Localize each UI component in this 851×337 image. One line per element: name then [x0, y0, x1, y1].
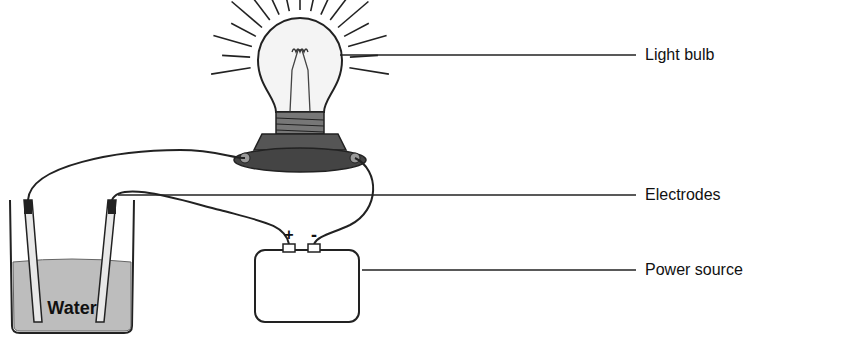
filament [292, 49, 308, 52]
light-ray [348, 36, 387, 47]
light-ray [349, 68, 389, 74]
liquid-label: Water [47, 299, 96, 317]
light-ray [253, 0, 270, 20]
light-ray [344, 23, 369, 36]
polarity-sign: + [284, 227, 293, 243]
base-thread [276, 118, 324, 132]
filament-support [290, 50, 310, 112]
light-ray [330, 0, 347, 20]
terminal [308, 244, 320, 252]
power-source [255, 250, 359, 322]
light-ray [222, 55, 250, 57]
light-ray [299, 0, 301, 10]
part-label: Electrodes [645, 187, 721, 203]
light-ray [211, 68, 251, 74]
light-ray [213, 36, 252, 47]
beaker [10, 200, 134, 333]
light-ray [232, 2, 262, 28]
wire [112, 191, 289, 244]
electrode-tip [24, 200, 32, 214]
light-ray [311, 0, 317, 11]
electrode [24, 200, 42, 322]
light-ray [338, 2, 368, 28]
light-ray [350, 55, 378, 57]
light-ray [262, 0, 279, 15]
bulb-base [276, 112, 324, 134]
terminal [283, 244, 295, 252]
leader-line [118, 194, 636, 195]
light-ray [283, 0, 289, 11]
polarity-sign: - [311, 226, 317, 244]
part-label: Power source [645, 262, 743, 278]
leader-line [362, 269, 636, 270]
light-ray [231, 23, 256, 36]
bulb-glass [258, 18, 342, 112]
electrode-tip [108, 200, 116, 214]
wire [314, 158, 373, 244]
leader-line [340, 54, 636, 55]
electrode [96, 200, 116, 322]
socket-plate [234, 148, 366, 172]
part-label: Light bulb [645, 47, 714, 63]
